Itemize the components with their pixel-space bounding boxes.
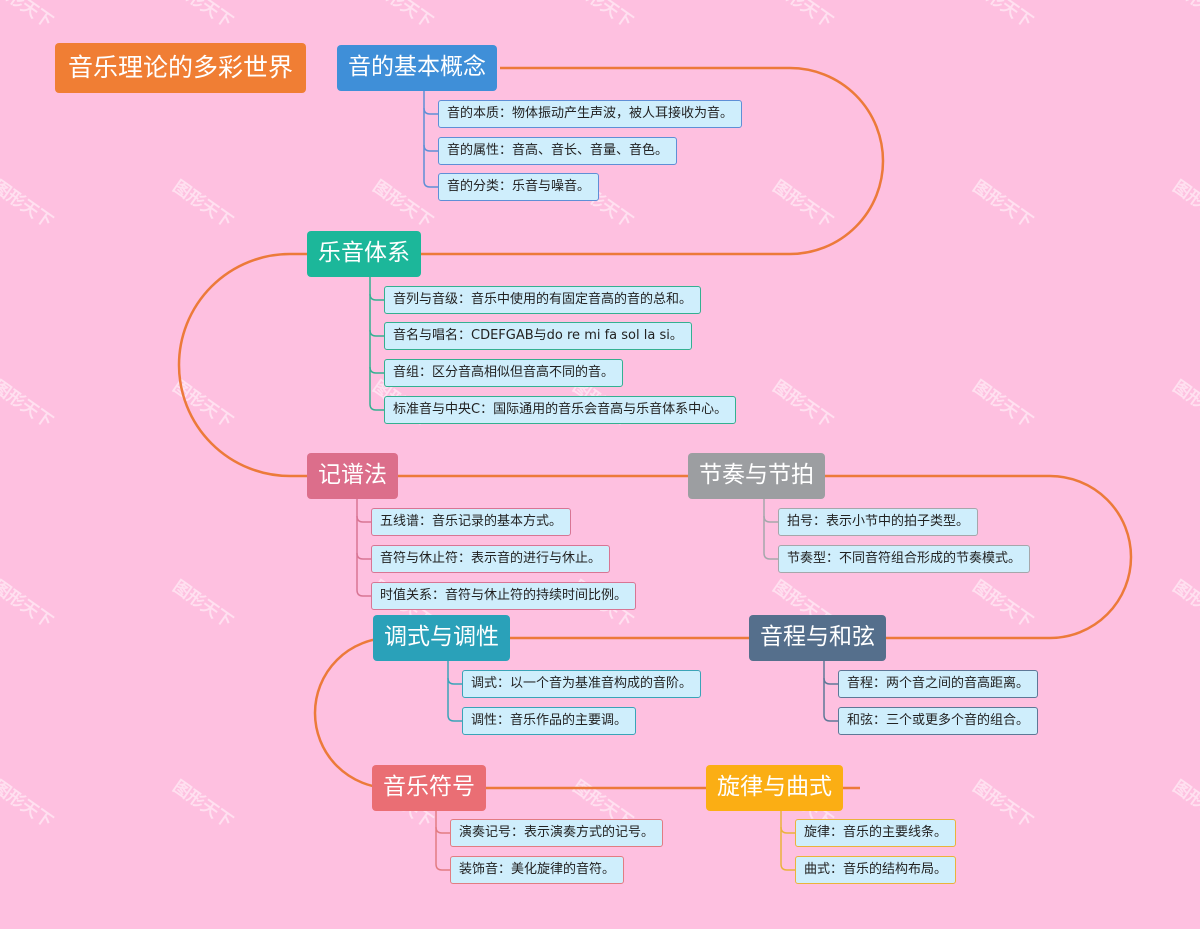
leaf-melody[interactable]: 旋律：音乐的主要线条。	[795, 819, 957, 847]
topic-tone-system[interactable]: 乐音体系	[307, 231, 421, 277]
topic-basic-concepts[interactable]: 音的基本概念	[337, 45, 497, 91]
serpentine-path	[177, 66, 1133, 790]
leaf-notes-rests[interactable]: 音符与休止符：表示音的进行与休止。	[371, 545, 611, 573]
leaf-rhythm-pattern[interactable]: 节奏型：不同音符组合形成的节奏模式。	[778, 545, 1031, 573]
main-serpentine-curve	[177, 66, 1133, 790]
leaf-mode[interactable]: 调式：以一个音为基准音构成的音阶。	[462, 670, 702, 698]
leaf-tonality[interactable]: 调性：音乐作品的主要调。	[462, 707, 637, 735]
branch-link-t4-1	[763, 552, 778, 560]
branch-link-t4-0	[763, 515, 778, 523]
branch-link-t2-3	[369, 403, 384, 411]
leaf-sound-nature[interactable]: 音的本质：物体振动产生声波，被人耳接收为音。	[438, 100, 743, 128]
leaf-sound-properties[interactable]: 音的属性：音高、音长、音量、音色。	[438, 137, 678, 165]
branch-link-t3-1	[356, 552, 371, 560]
leaf-note-names[interactable]: 音名与唱名：CDEFGAB与do re mi fa sol la si。	[384, 322, 692, 350]
topic-rhythm-meter[interactable]: 节奏与节拍	[688, 453, 825, 499]
leaf-standard-pitch[interactable]: 标准音与中央C：国际通用的音乐会音高与乐音体系中心。	[384, 396, 737, 424]
topic-interval-chord[interactable]: 音程与和弦	[749, 615, 886, 661]
branch-link-t7-1	[435, 863, 450, 871]
branch-link-t2-1	[369, 329, 384, 337]
leaf-tone-series[interactable]: 音列与音级：音乐中使用的有固定音高的音的总和。	[384, 286, 702, 314]
branch-link-t2-2	[369, 366, 384, 374]
branch-link-t6-1	[823, 714, 838, 722]
leaf-staff[interactable]: 五线谱：音乐记录的基本方式。	[371, 508, 572, 536]
topic-mode-tonality[interactable]: 调式与调性	[373, 615, 510, 661]
leaf-performance-marks[interactable]: 演奏记号：表示演奏方式的记号。	[450, 819, 664, 847]
leaf-ornaments[interactable]: 装饰音：美化旋律的音符。	[450, 856, 625, 884]
branch-link-t8-1	[780, 863, 795, 871]
root-node[interactable]: 音乐理论的多彩世界	[55, 43, 307, 93]
leaf-octave-groups[interactable]: 音组：区分音高相似但音高不同的音。	[384, 359, 624, 387]
topic-music-symbols[interactable]: 音乐符号	[372, 765, 486, 811]
branch-link-t3-0	[356, 515, 371, 523]
topic-melody-form[interactable]: 旋律与曲式	[706, 765, 843, 811]
branch-link-t3-2	[356, 589, 371, 597]
branch-link-t1-0	[423, 107, 438, 115]
branch-link-t5-0	[447, 677, 462, 685]
branch-link-t5-1	[447, 714, 462, 722]
leaf-duration[interactable]: 时值关系：音符与休止符的持续时间比例。	[371, 582, 637, 610]
branch-link-t8-0	[780, 826, 795, 834]
leaf-interval[interactable]: 音程：两个音之间的音高距离。	[838, 670, 1039, 698]
branch-link-t7-0	[435, 826, 450, 834]
leaf-chord[interactable]: 和弦：三个或更多个音的组合。	[838, 707, 1039, 735]
branch-link-t6-0	[823, 677, 838, 685]
topic-notation[interactable]: 记谱法	[307, 453, 398, 499]
leaf-musical-form[interactable]: 曲式：音乐的结构布局。	[795, 856, 957, 884]
branch-link-t1-1	[423, 144, 438, 152]
leaf-time-signature[interactable]: 拍号：表示小节中的拍子类型。	[778, 508, 979, 536]
branch-link-t1-2	[423, 180, 438, 188]
branch-connectors	[356, 91, 838, 871]
leaf-sound-classification[interactable]: 音的分类：乐音与噪音。	[438, 173, 600, 201]
branch-link-t2-0	[369, 293, 384, 301]
